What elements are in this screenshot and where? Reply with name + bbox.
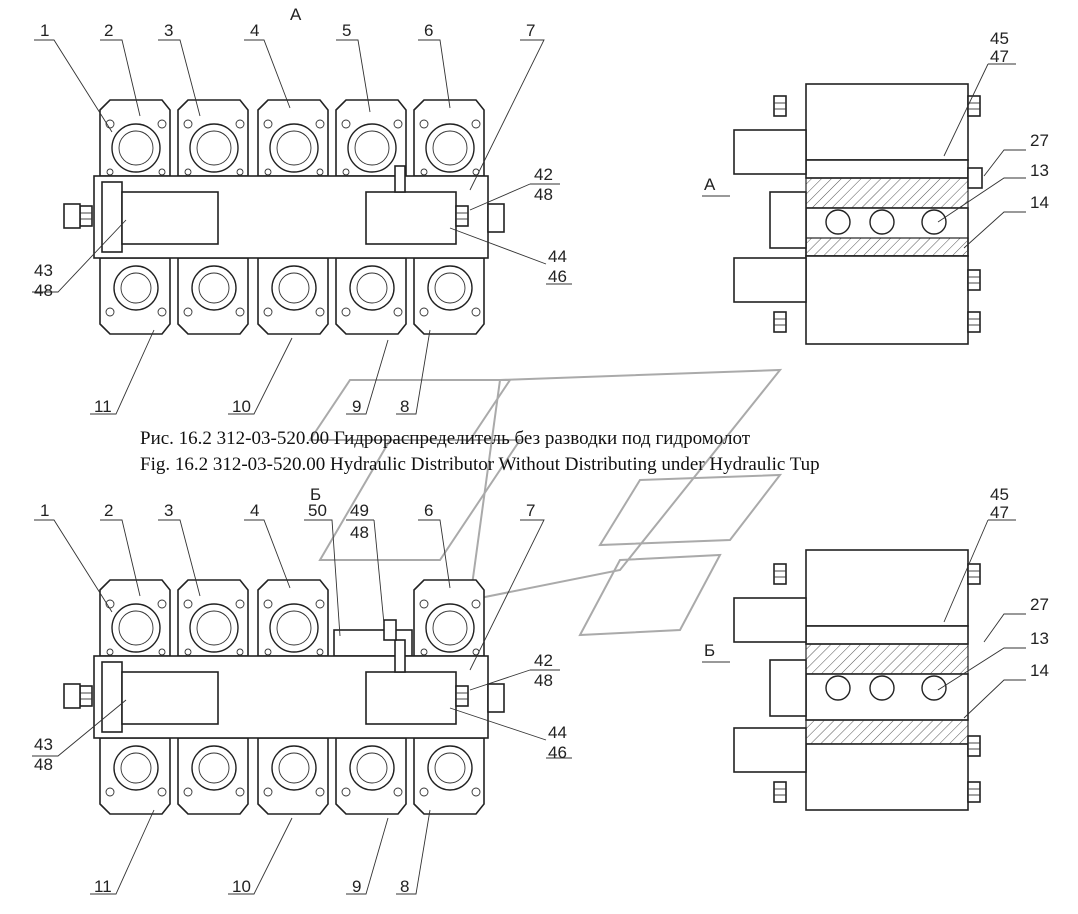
callouts-bottom-right: 45 47 27 13 14: [990, 485, 1049, 680]
bottom-front-view: [63, 579, 505, 815]
callout-9: 9: [352, 397, 361, 416]
callout-27: 27: [1030, 131, 1049, 150]
bottom-side-view: [733, 549, 981, 811]
callout-42: 42: [534, 165, 553, 184]
watermark-logo: [308, 368, 783, 637]
top-front-view: [63, 99, 505, 335]
top-arrow-label: А: [704, 175, 716, 194]
callout-3: 3: [164, 501, 173, 520]
callouts-top-left: 1 2 3 4 5 6 7 42 48 43 48 44 46 11 10 9 …: [34, 21, 567, 416]
callout-11: 11: [94, 877, 112, 896]
callout-8: 8: [400, 397, 409, 416]
callout-48: 48: [350, 523, 369, 542]
callout-13: 13: [1030, 629, 1049, 648]
callout-8: 8: [400, 877, 409, 896]
callout-4: 4: [250, 501, 259, 520]
callout-14: 14: [1030, 661, 1049, 680]
callout-50: 50: [308, 501, 327, 520]
callout-14: 14: [1030, 193, 1049, 212]
callout-2: 2: [104, 501, 113, 520]
callout-48: 48: [34, 281, 53, 300]
callout-2: 2: [104, 21, 113, 40]
callout-43: 43: [34, 735, 53, 754]
callout-48: 48: [534, 671, 553, 690]
top-view-label: А: [290, 5, 302, 24]
callout-49: 49: [350, 501, 369, 520]
callout-11: 11: [94, 397, 112, 416]
callouts-top-right: 45 47 27 13 14: [990, 29, 1049, 212]
callout-10: 10: [232, 877, 251, 896]
bottom-view-label: Б: [310, 485, 321, 504]
callout-4: 4: [250, 21, 259, 40]
callout-13: 13: [1030, 161, 1049, 180]
callouts-bottom-left: 1 2 3 4 50 49 48 6 7 42 48 43 48 44 46 1…: [34, 501, 567, 896]
view-labels: А Б А Б: [290, 5, 716, 660]
callout-6: 6: [424, 21, 433, 40]
callout-48: 48: [534, 185, 553, 204]
callout-9: 9: [352, 877, 361, 896]
callout-44: 44: [548, 723, 567, 742]
top-side-view: [733, 83, 983, 345]
callout-42: 42: [534, 651, 553, 670]
callout-1: 1: [40, 21, 49, 40]
callout-47: 47: [990, 503, 1009, 522]
callout-3: 3: [164, 21, 173, 40]
callout-43: 43: [34, 261, 53, 280]
caption-en: Fig. 16.2 312-03-520.00 Hydraulic Distri…: [140, 454, 820, 475]
callout-45: 45: [990, 29, 1009, 48]
bottom-arrow-label: Б: [704, 641, 715, 660]
callout-6: 6: [424, 501, 433, 520]
callout-5: 5: [342, 21, 351, 40]
callout-48: 48: [34, 755, 53, 774]
leader-lines: [32, 39, 1026, 895]
callout-10: 10: [232, 397, 251, 416]
callout-44: 44: [548, 247, 567, 266]
caption-ru: Рис. 16.2 312-03-520.00 Гидрораспределит…: [140, 428, 751, 449]
callout-1: 1: [40, 501, 49, 520]
caption: Рис. 16.2 312-03-520.00 Гидрораспределит…: [140, 428, 820, 475]
callout-45: 45: [990, 485, 1009, 504]
callout-47: 47: [990, 47, 1009, 66]
callout-27: 27: [1030, 595, 1049, 614]
callout-46: 46: [548, 267, 567, 286]
callout-46: 46: [548, 743, 567, 762]
callout-7: 7: [526, 21, 535, 40]
callout-7: 7: [526, 501, 535, 520]
